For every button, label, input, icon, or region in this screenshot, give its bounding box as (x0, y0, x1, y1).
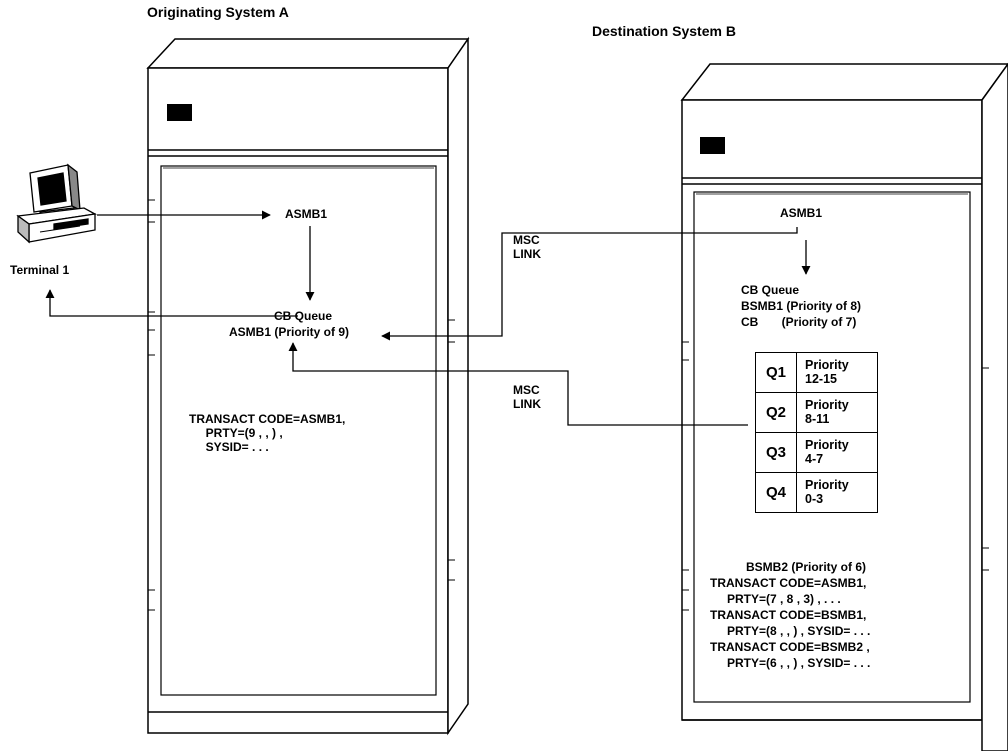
queue-name: Q4 (755, 472, 797, 513)
queue-name: Q3 (755, 432, 797, 473)
connectors (45, 210, 811, 426)
queue-priority: Priority 0-3 (796, 472, 878, 513)
transact-b-line: PRTY=(7 , 8 , 3) , . . . (727, 592, 841, 606)
indicator-b (700, 137, 725, 154)
table-row: Q3 Priority 4-7 (755, 432, 878, 473)
queue-name: Q2 (755, 392, 797, 433)
cb-queue-b-label: CB Queue (741, 283, 800, 297)
cabinet-a (146, 36, 470, 736)
queue-priority: Priority 12-15 (796, 352, 878, 393)
terminal-label: Terminal 1 (10, 263, 70, 277)
queue-priority: Priority 8-11 (796, 392, 878, 433)
queue-name: Q1 (755, 352, 797, 393)
cabinet-a-tabs (148, 199, 455, 611)
cabinet-b-tabs (682, 341, 989, 611)
transact-a-text: TRANSACT CODE=ASMB1, PRTY=(9 , , ) , SYS… (189, 412, 346, 454)
asmb1-priority-label: ASMB1 (Priority of 9) (229, 325, 350, 339)
table-row: Q1 Priority 12-15 (755, 352, 878, 393)
msc-link-upper-label: MSC LINK (513, 233, 541, 261)
asmb1-a-label: ASMB1 (285, 207, 328, 221)
transact-b-line: TRANSACT CODE=BSMB2 , (710, 640, 870, 654)
transact-b-line: PRTY=(6 , , ) , SYSID= . . . (727, 656, 871, 670)
table-row: Q4 Priority 0-3 (755, 472, 878, 513)
system-a-title: Originating System A (147, 4, 289, 20)
cb-queue-a-label: CB Queue (274, 309, 333, 323)
bsmb2-priority-label: BSMB2 (Priority of 6) (746, 560, 867, 574)
transact-b-line: TRANSACT CODE=BSMB1, (710, 608, 867, 622)
bsmb1-priority-label: BSMB1 (Priority of 8) (741, 299, 862, 313)
indicator-a (167, 104, 192, 121)
msc-link-lower-path (288, 342, 748, 426)
asmb1-b-label: ASMB1 (780, 206, 823, 220)
transact-b-line: TRANSACT CODE=ASMB1, (710, 576, 867, 590)
priority-queue-table: Q1 Priority 12-15 Q2 Priority 8-11 Q3 Pr… (755, 352, 878, 513)
queue-priority: Priority 4-7 (796, 432, 878, 473)
table-row: Q2 Priority 8-11 (755, 392, 878, 433)
cbqueue-to-terminal-arrow (45, 289, 298, 317)
msc-link-lower-label: MSC LINK (513, 383, 541, 411)
msc-link-upper-path (381, 227, 798, 341)
transact-b-line: PRTY=(8 , , ) , SYSID= . . . (727, 624, 871, 638)
system-b-title: Destination System B (592, 23, 736, 39)
cb-priority-label: CB (Priority of 7) (741, 315, 857, 329)
computer-icon (16, 163, 98, 244)
